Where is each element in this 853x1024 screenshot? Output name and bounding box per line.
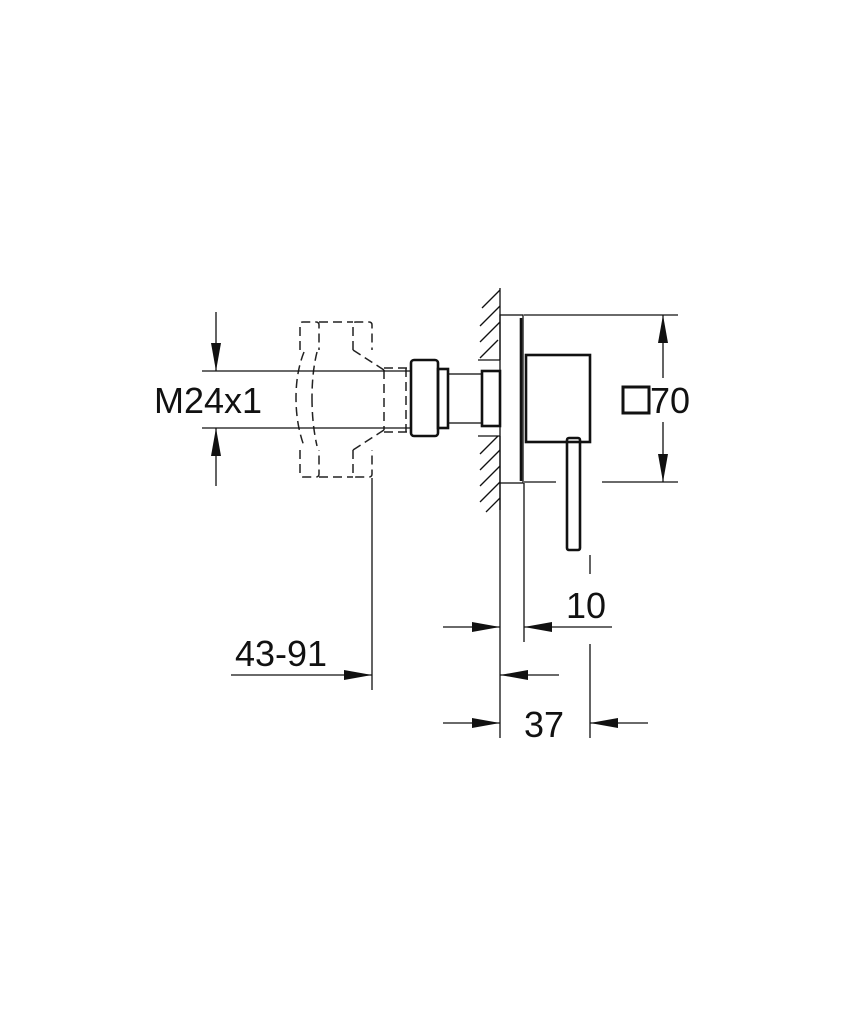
sleeve-collar	[480, 369, 502, 428]
projection-label: 37	[524, 704, 564, 745]
extension-lines	[371, 478, 591, 738]
concealed-body-dashed	[295, 321, 410, 478]
lever-handle	[565, 436, 582, 552]
cover-plate	[499, 314, 524, 484]
dimension-projection: 37	[443, 670, 648, 745]
connector	[409, 358, 502, 438]
mixer-body	[524, 353, 592, 552]
install-depth-label: 43-91	[235, 633, 327, 674]
dimension-plate-thickness: 10	[443, 585, 612, 632]
plate	[499, 314, 524, 484]
dimension-plate-size: 70	[524, 314, 690, 483]
dimension-thread: M24x1	[154, 312, 410, 486]
square-symbol-icon	[621, 385, 651, 415]
thread-size-label: M24x1	[154, 380, 262, 421]
plate-thickness-label: 10	[566, 585, 606, 626]
handle-base	[524, 353, 592, 444]
sleeve	[447, 373, 483, 424]
ring	[436, 367, 450, 430]
plate-size-label: 70	[650, 380, 690, 421]
wall-hatching	[479, 289, 501, 513]
dimension-install-depth: 43-91	[231, 633, 372, 680]
nut	[409, 358, 440, 438]
